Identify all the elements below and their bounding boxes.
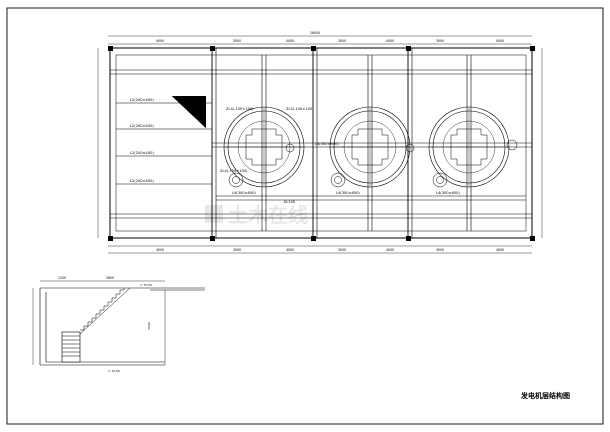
- dim-label: 4000: [286, 39, 294, 43]
- column-nodes: [108, 46, 535, 241]
- dim-label: 3000: [338, 248, 346, 252]
- dim-label: 4000: [386, 248, 394, 252]
- beam-label: L2(200×400): [130, 151, 154, 155]
- outlet-ring: [432, 172, 448, 188]
- bottom-dimension-labels: 4000 3000 4000 3000 4000 3000 4000: [156, 248, 504, 252]
- column-node: [311, 46, 316, 51]
- dim-label: 4000: [496, 248, 504, 252]
- stair-dimensions: [32, 280, 165, 365]
- outlet-ring: [405, 143, 415, 153]
- beam-label: ZL4(-100×100): [286, 107, 314, 111]
- beam-label: L2(200×400): [130, 98, 154, 102]
- stair-dim-left: 1200: [58, 276, 66, 280]
- dim-label: 4000: [286, 248, 294, 252]
- stair-flight: [80, 288, 125, 331]
- column-node: [530, 46, 535, 51]
- column-node: [311, 236, 316, 241]
- outlet-ring: [436, 176, 444, 184]
- top-dimension-labels: 4000 3000 4000 3000 4000 3000 4000: [156, 39, 504, 43]
- dim-label: 3000: [338, 39, 346, 43]
- column-node: [108, 236, 113, 241]
- column-node: [406, 236, 411, 241]
- sheet-border: [6, 7, 604, 425]
- outlet-ring: [330, 172, 346, 188]
- outlet-ring: [232, 176, 240, 184]
- pit-cross: [351, 128, 389, 166]
- stair-slab: [79, 287, 131, 335]
- dim-label: 3000: [233, 39, 241, 43]
- stair-level-top: ▽ 75.00: [140, 283, 152, 287]
- outlet-ring: [506, 139, 518, 151]
- small-outlets: [228, 139, 518, 188]
- stair-landing-hatch: [62, 335, 80, 357]
- dim-label: 3000: [436, 248, 444, 252]
- outlet-ring: [285, 143, 295, 153]
- watermark: 土木在线: [205, 203, 308, 227]
- overall-dimension: 26000: [310, 31, 320, 35]
- column-node: [210, 236, 215, 241]
- dim-label: 4000: [156, 39, 164, 43]
- stair-section: [39, 287, 205, 366]
- beam-label: L2(200×400): [130, 179, 154, 183]
- beam-labels: L2(200×400) L2(200×400) L2(200×400) L2(2…: [130, 98, 460, 204]
- beam-label: L4(300×600): [336, 191, 360, 195]
- drawing-title: 发电机层结构图: [520, 391, 570, 400]
- column-node: [108, 46, 113, 51]
- generator-pit-1: [223, 106, 305, 188]
- beam-label: L4(300×600): [436, 191, 460, 195]
- dim-label: 3000: [436, 39, 444, 43]
- dim-label: 3000: [233, 248, 241, 252]
- beam-label: ZL4(-100×100): [226, 107, 254, 111]
- pit-cross: [450, 128, 488, 166]
- dim-label: 4000: [156, 248, 164, 252]
- stair-dim-right: 2600: [106, 276, 114, 280]
- watermark-text: 土木在线: [228, 203, 308, 227]
- dim-label: 4000: [386, 39, 394, 43]
- main-plan: [109, 47, 533, 239]
- column-node: [210, 46, 215, 51]
- beam-label: KL100: [284, 200, 296, 204]
- opening-mark-line: [171, 95, 207, 129]
- dimension-lines: [97, 35, 543, 254]
- generator-pit-2: [329, 106, 411, 188]
- stair-level-bottom: ▽ 70.00: [108, 369, 120, 373]
- column-node: [406, 46, 411, 51]
- dim-label: 4000: [496, 39, 504, 43]
- stair-side-label: 3500: [147, 322, 151, 330]
- column-node: [530, 236, 535, 241]
- stair-landing: [61, 331, 81, 363]
- outlet-ring: [334, 176, 342, 184]
- pit-cross: [245, 128, 283, 166]
- beam-label: L2(200×400): [130, 124, 154, 128]
- outlet-ring: [228, 172, 244, 188]
- beam-label: ZL4(-100×100): [220, 169, 248, 173]
- generator-pit-3: [428, 106, 510, 188]
- beam-label: L4(300×600): [315, 142, 339, 146]
- beam-label: L4(300×600): [232, 191, 256, 195]
